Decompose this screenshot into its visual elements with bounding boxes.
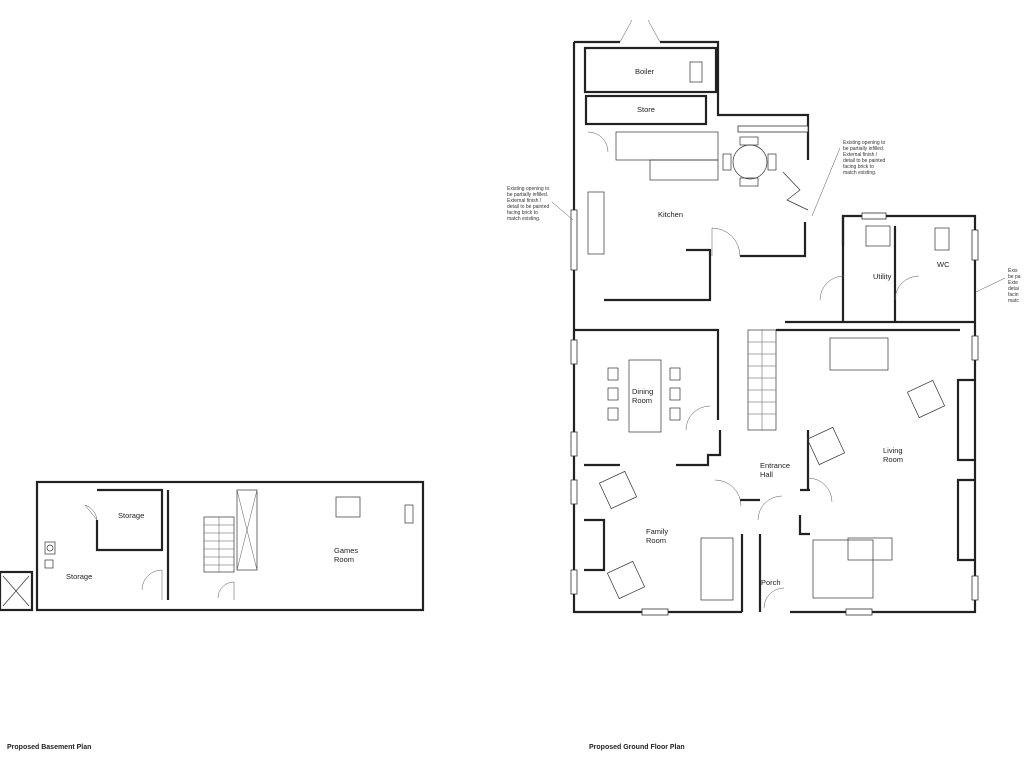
- room-label-storage-lower: Storage: [66, 572, 92, 581]
- basement-plan-caption: Proposed Basement Plan: [7, 744, 91, 751]
- room-label-utility: Utility: [873, 272, 892, 281]
- store-room-walls: [584, 94, 708, 126]
- games-room-table: [335, 496, 361, 518]
- living-room-sofa: [829, 337, 889, 371]
- room-label-kitchen: Kitchen: [658, 210, 683, 219]
- basement-lightwell: [0, 570, 34, 612]
- basement-outer-wall: [35, 480, 425, 612]
- room-label-porch: Porch: [761, 578, 781, 587]
- room-label-wc: WC: [937, 260, 950, 269]
- room-label-storage-upper: Storage: [118, 511, 144, 520]
- ground-floor-plan-caption: Proposed Ground Floor Plan: [589, 744, 685, 751]
- kitchen-table: [732, 144, 768, 180]
- room-label-boiler: Boiler: [635, 67, 655, 76]
- ground-floor-outer-wall: [572, 40, 977, 614]
- boiler-room-walls: [583, 46, 718, 94]
- basement-storage-upper-walls: [95, 488, 164, 552]
- dining-table: [628, 359, 662, 433]
- room-label-store: Store: [637, 105, 655, 114]
